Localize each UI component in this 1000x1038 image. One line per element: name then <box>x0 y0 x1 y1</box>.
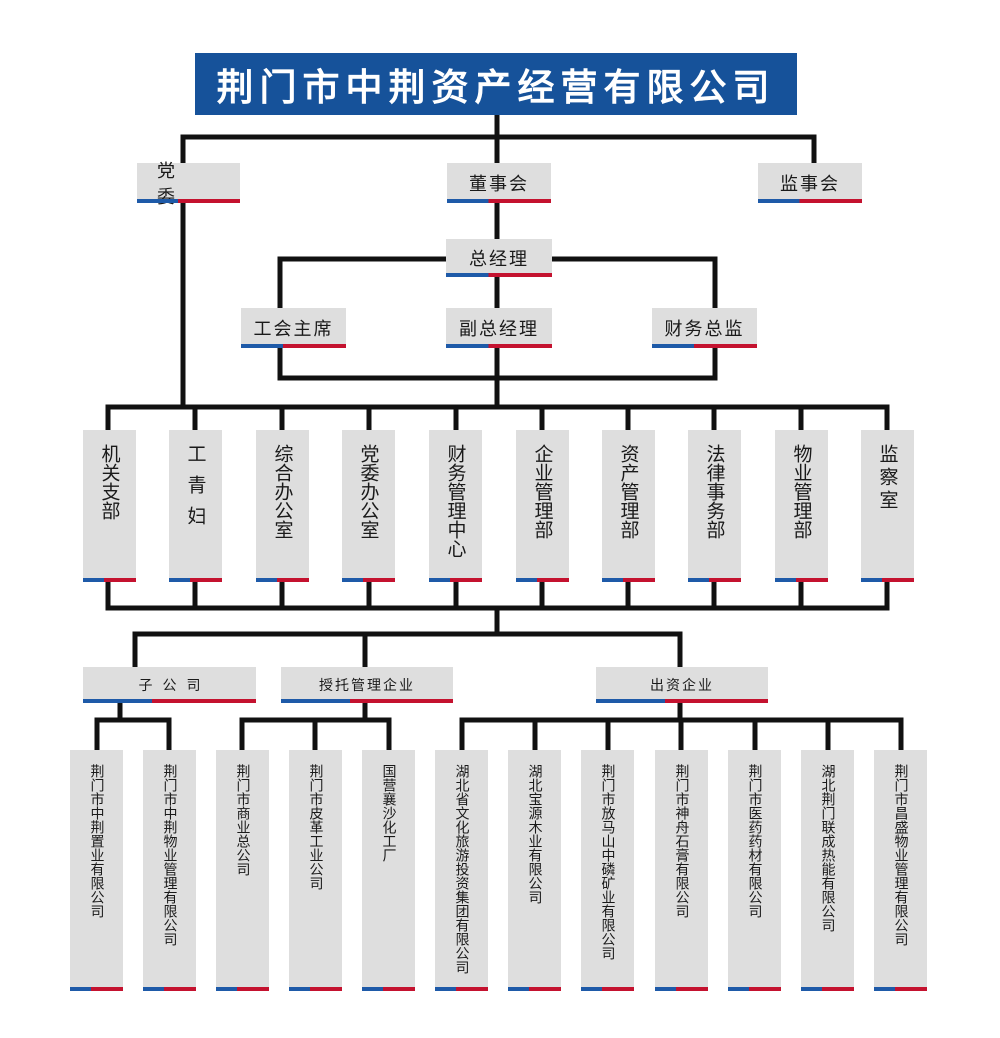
dept-label: 物业管理部 <box>790 444 813 539</box>
node-label: 工会主席 <box>253 319 334 340</box>
dept-label: 财务管理中心 <box>444 444 467 558</box>
company-box: 荆门市中荆置业有限公司 <box>70 750 123 991</box>
color-strip <box>83 578 136 582</box>
company-label: 湖北宝源木业有限公司 <box>526 764 543 904</box>
group-label: 授托管理企业 <box>319 678 415 694</box>
color-strip <box>688 578 741 582</box>
node-label: 财务总监 <box>664 319 745 340</box>
dept-box: 资产管理部 <box>602 430 655 582</box>
color-strip <box>874 987 927 991</box>
company-label: 荆门市中荆置业有限公司 <box>88 764 105 918</box>
color-strip <box>289 987 342 991</box>
dept-box: 企业管理部 <box>516 430 569 582</box>
group-entrusted: 授托管理企业 <box>281 667 453 703</box>
node-label: 总经理 <box>469 249 529 270</box>
company-title: 荆门市中荆资产经营有限公司 <box>195 53 797 115</box>
node-label: 董事会 <box>469 174 529 195</box>
dept-label: 机关支部 <box>98 444 121 520</box>
dept-label: 法律事务部 <box>703 444 726 539</box>
color-strip <box>435 987 488 991</box>
node-party-committee: 党 委 <box>137 161 240 208</box>
color-strip <box>596 699 768 703</box>
dept-label: 综合办公室 <box>271 444 294 539</box>
color-strip <box>216 987 269 991</box>
color-strip <box>652 344 757 348</box>
dept-label: 资产管理部 <box>617 444 640 539</box>
color-strip <box>758 199 862 203</box>
company-box: 湖北宝源木业有限公司 <box>508 750 561 991</box>
dept-box: 党委办公室 <box>342 430 395 582</box>
color-strip <box>70 987 123 991</box>
node-label: 监事会 <box>780 174 840 195</box>
color-strip <box>516 578 569 582</box>
dept-box: 法律事务部 <box>688 430 741 582</box>
color-strip <box>861 578 914 582</box>
node-general-manager: 总经理 <box>446 239 552 277</box>
dept-box: 监察室 <box>861 430 914 582</box>
node-union-chair: 工会主席 <box>241 308 346 348</box>
color-strip <box>342 578 395 582</box>
color-strip <box>241 344 346 348</box>
company-label: 荆门市医药药材有限公司 <box>746 764 763 918</box>
company-box: 荆门市昌盛物业管理有限公司 <box>874 750 927 991</box>
node-deputy-gm: 副总经理 <box>446 308 552 348</box>
company-box: 荆门市皮革工业公司 <box>289 750 342 991</box>
color-strip <box>446 344 552 348</box>
group-label: 出资企业 <box>650 678 714 694</box>
color-strip <box>581 987 634 991</box>
color-strip <box>83 699 256 703</box>
company-label: 荆门市中荆物业管理有限公司 <box>161 764 178 946</box>
company-label: 国营襄沙化工厂 <box>380 764 397 862</box>
company-box: 荆门市医药药材有限公司 <box>728 750 781 991</box>
node-finance-director: 财务总监 <box>652 308 757 348</box>
company-label: 荆门市皮革工业公司 <box>307 764 324 890</box>
company-box: 湖北荆门联成热能有限公司 <box>801 750 854 991</box>
company-box: 荆门市放马山中磷矿业有限公司 <box>581 750 634 991</box>
company-box: 国营襄沙化工厂 <box>362 750 415 991</box>
dept-box: 机关支部 <box>83 430 136 582</box>
node-board: 董事会 <box>447 163 551 203</box>
node-label: 副总经理 <box>459 319 539 340</box>
color-strip <box>143 987 196 991</box>
company-box: 荆门市商业总公司 <box>216 750 269 991</box>
company-label: 荆门市放马山中磷矿业有限公司 <box>599 764 616 960</box>
color-strip <box>602 578 655 582</box>
color-strip <box>281 699 453 703</box>
color-strip <box>446 273 552 277</box>
company-box: 荆门市神舟石膏有限公司 <box>655 750 708 991</box>
company-box: 荆门市中荆物业管理有限公司 <box>143 750 196 991</box>
color-strip <box>447 199 551 203</box>
company-label: 湖北荆门联成热能有限公司 <box>819 764 836 932</box>
dept-label: 监察室 <box>876 444 899 513</box>
company-box: 湖北省文化旅游投资集团有限公司 <box>435 750 488 991</box>
dept-label: 企业管理部 <box>531 444 554 539</box>
group-label: 子公司 <box>138 678 211 694</box>
dept-box: 物业管理部 <box>775 430 828 582</box>
color-strip <box>362 987 415 991</box>
color-strip <box>728 987 781 991</box>
color-strip <box>655 987 708 991</box>
company-label: 湖北省文化旅游投资集团有限公司 <box>453 764 470 974</box>
company-label: 荆门市昌盛物业管理有限公司 <box>892 764 909 946</box>
color-strip <box>508 987 561 991</box>
dept-label: 工青妇 <box>184 444 207 537</box>
company-label: 荆门市神舟石膏有限公司 <box>673 764 690 918</box>
dept-box: 综合办公室 <box>256 430 309 582</box>
node-supervisory-board: 监事会 <box>758 163 862 203</box>
group-subsidiaries: 子公司 <box>83 667 256 703</box>
color-strip <box>801 987 854 991</box>
dept-box: 财务管理中心 <box>429 430 482 582</box>
color-strip <box>775 578 828 582</box>
dept-label: 党委办公室 <box>357 444 380 539</box>
group-invested: 出资企业 <box>596 667 768 703</box>
color-strip <box>256 578 309 582</box>
color-strip <box>137 199 240 203</box>
company-label: 荆门市商业总公司 <box>234 764 251 876</box>
dept-box: 工青妇 <box>169 430 222 582</box>
color-strip <box>169 578 222 582</box>
color-strip <box>429 578 482 582</box>
